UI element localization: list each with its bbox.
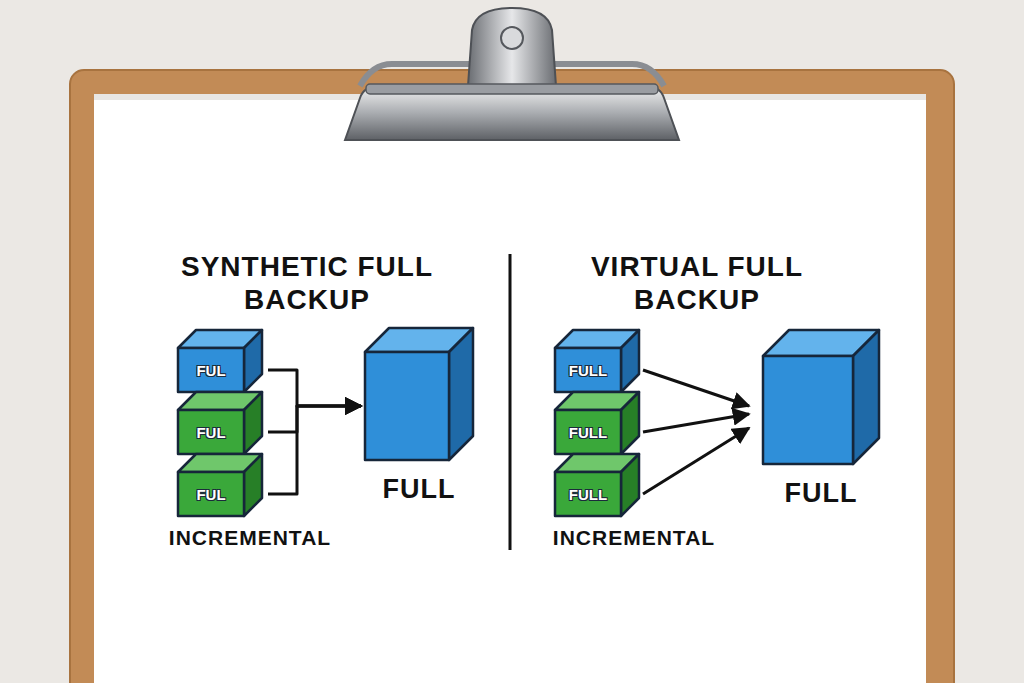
cube-front xyxy=(178,410,244,454)
flow-arrow xyxy=(268,406,361,494)
panel-heading: SYNTHETIC FULL BACKUP xyxy=(167,250,447,316)
group-label: INCREMENTAL xyxy=(140,525,360,551)
cube-label: FUL xyxy=(178,410,244,454)
cube-front xyxy=(555,410,621,454)
cube-caption: FULL xyxy=(325,474,513,505)
flow-arrow xyxy=(643,414,749,432)
cube-side xyxy=(449,328,473,460)
cube-shape xyxy=(763,330,879,464)
cube-front xyxy=(555,472,621,516)
cube-shape xyxy=(178,454,262,516)
paper-sheet xyxy=(94,94,926,683)
cube-label: FUL xyxy=(178,348,244,392)
cube-side xyxy=(621,454,639,516)
cube-side xyxy=(244,454,262,516)
cube-shape xyxy=(555,392,639,454)
backup-cube: FULL xyxy=(763,330,879,464)
cube-shape xyxy=(555,330,639,392)
backup-cube: FULL xyxy=(365,328,473,460)
backup-cube: FUL xyxy=(178,454,262,516)
cube-side xyxy=(244,330,262,392)
cube-shape xyxy=(178,392,262,454)
cube-side xyxy=(621,392,639,454)
cube-shape xyxy=(555,454,639,516)
cube-shape xyxy=(365,328,473,460)
flow-arrow xyxy=(643,370,749,406)
cube-side xyxy=(853,330,879,464)
cube-front xyxy=(178,472,244,516)
cube-side xyxy=(244,392,262,454)
panel-heading: VIRTUAL FULL BACKUP xyxy=(557,250,837,316)
clip-hinge xyxy=(366,84,658,94)
cube-caption: FULL xyxy=(723,478,919,509)
cube-label: FULL xyxy=(555,472,621,516)
cube-front xyxy=(178,348,244,392)
backup-cube: FULL xyxy=(555,454,639,516)
cube-front xyxy=(365,352,449,460)
backup-cube: FULL xyxy=(555,392,639,454)
clip-lever xyxy=(468,8,556,86)
cube-shape xyxy=(178,330,262,392)
backup-cube: FULL xyxy=(555,330,639,392)
flow-arrow xyxy=(268,370,361,406)
cube-label: FULL xyxy=(555,410,621,454)
cube-side xyxy=(621,330,639,392)
cube-label: FUL xyxy=(178,472,244,516)
backup-cube: FUL xyxy=(178,392,262,454)
panel-divider xyxy=(509,254,512,550)
cube-front xyxy=(763,356,853,464)
cube-label: FULL xyxy=(555,348,621,392)
flow-arrow xyxy=(268,406,361,432)
group-label: INCREMENTAL xyxy=(524,525,744,551)
cube-front xyxy=(555,348,621,392)
clip-rivet xyxy=(501,27,523,49)
backup-cube: FUL xyxy=(178,330,262,392)
flow-arrow xyxy=(643,428,749,494)
